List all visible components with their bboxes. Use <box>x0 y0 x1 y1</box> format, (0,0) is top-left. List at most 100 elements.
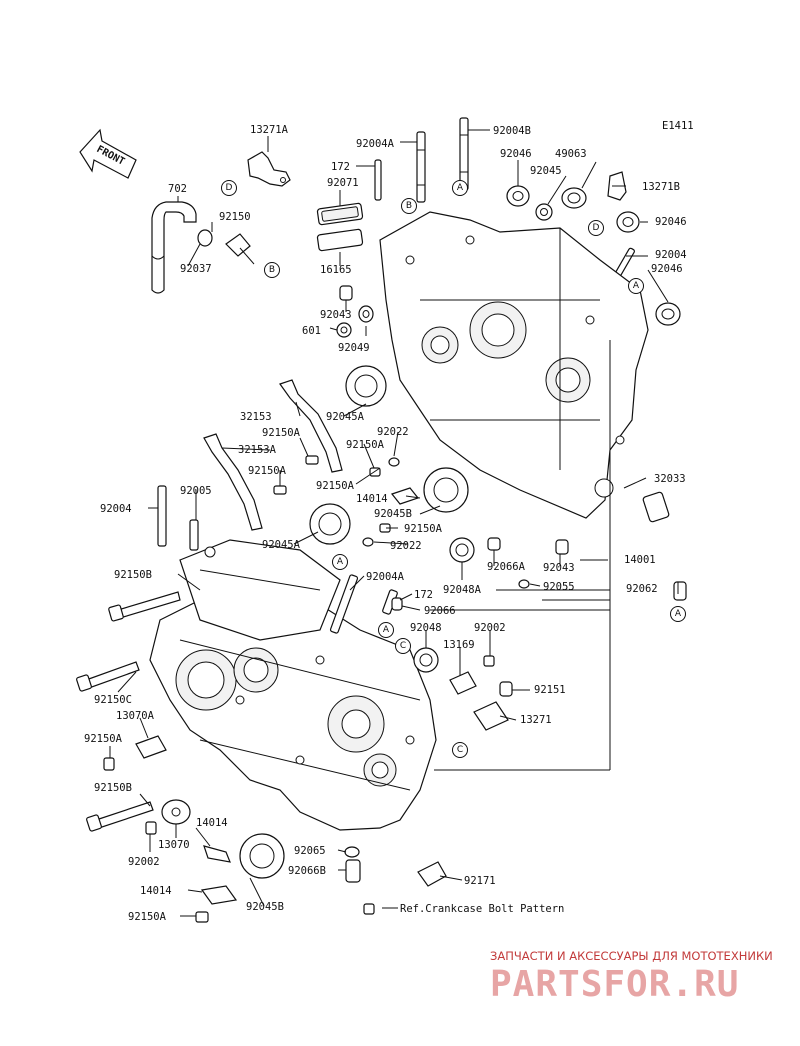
oil-pipe-32153a-part <box>203 433 263 531</box>
part-label: 92150A <box>404 523 443 535</box>
part-label: 13070 <box>158 839 190 851</box>
part-label: 92043 <box>543 562 575 574</box>
ref-marker-a: A <box>452 180 468 196</box>
part-labels: 13271A 702 92150 92037 92004A 92004B 172… <box>84 124 687 923</box>
fitting-92150-part <box>225 233 255 265</box>
clamp-92037-part <box>197 229 213 247</box>
lower-crankcase-part <box>149 591 437 831</box>
breather-hose-702-part <box>151 201 197 294</box>
bearing-92048-part <box>413 647 439 673</box>
part-label: 14014 <box>196 817 228 829</box>
part-label: 92004A <box>356 138 395 150</box>
diagram-code: E1411 <box>662 120 694 132</box>
strainer-32033-part <box>642 491 670 523</box>
bolt-92002-upper-part <box>483 655 495 667</box>
part-label: 14001 <box>624 554 656 566</box>
part-label: 92004B <box>493 125 531 137</box>
part-label: 13271 <box>520 714 552 726</box>
part-label: 92150 <box>219 211 251 223</box>
bearing-92046-c-part <box>655 302 681 326</box>
part-label: 92046 <box>500 148 532 160</box>
part-label: 92151 <box>534 684 566 696</box>
part-label: 92150A <box>262 427 301 439</box>
bearing-92045b-upper-part <box>423 467 469 513</box>
cylinder-base-part <box>179 539 341 641</box>
part-label: 92045B <box>246 901 284 913</box>
stud-92004b-part <box>459 117 469 191</box>
bolt-92151-part <box>499 681 513 697</box>
part-label: 16165 <box>320 264 352 276</box>
plate-16165-part <box>316 228 364 252</box>
front-arrow-icon: FRONT <box>79 128 137 179</box>
bearing-92045a-upper-part <box>345 365 387 407</box>
dowel-92066-part <box>391 597 403 611</box>
part-label: 92045A <box>326 411 365 423</box>
part-label: 13271A <box>250 124 289 136</box>
dowel-92043-top-part <box>339 285 353 301</box>
part-label: 92022 <box>390 540 422 552</box>
plug-92062-part <box>673 581 687 601</box>
cover-13070-part <box>161 799 191 825</box>
part-label: 92066 <box>424 605 456 617</box>
washer-92022-part <box>362 457 400 547</box>
bolt-ref-pattern-part <box>363 903 375 915</box>
plate-13070a-part <box>135 735 167 759</box>
part-label: 92004 <box>655 249 687 261</box>
part-label: 92046 <box>655 216 687 228</box>
part-label: 92150A <box>248 465 287 477</box>
plate-14014-lower-part <box>200 885 238 905</box>
part-label: 13169 <box>443 639 475 651</box>
part-label: 92004 <box>100 503 132 515</box>
bearing-92046-b-part <box>616 211 640 233</box>
watermark-logo: PARTSFOR.RU <box>490 964 739 1005</box>
svg-text:C: C <box>400 641 406 651</box>
part-label: 92037 <box>180 263 212 275</box>
part-label: 92048A <box>443 584 482 596</box>
part-label: 14014 <box>140 885 172 897</box>
part-label: 92045 <box>530 165 562 177</box>
dowel-92043-lower-part <box>555 539 569 555</box>
plate-14014-upper-part <box>390 487 420 505</box>
breather-cover-92071-part <box>316 202 364 226</box>
clip-92171-part <box>417 861 447 887</box>
part-label: 92049 <box>338 342 370 354</box>
part-label: 92150A <box>346 439 385 451</box>
part-label: 92150A <box>128 911 167 923</box>
o-ring-92055-part <box>518 579 530 589</box>
part-label: 92004A <box>366 571 405 583</box>
part-label: 92005 <box>180 485 212 497</box>
bearing-92045a-lower-part <box>309 503 351 545</box>
part-label: 13271B <box>642 181 680 193</box>
dowel-172-part <box>374 159 382 201</box>
part-label: 92065 <box>294 845 326 857</box>
svg-text:A: A <box>675 609 682 619</box>
part-label: 92055 <box>543 581 575 593</box>
svg-text:D: D <box>593 223 600 233</box>
part-label: 172 <box>414 589 433 601</box>
ref-marker-b: B <box>401 198 417 214</box>
part-label: 92045A <box>262 539 301 551</box>
bolt-92150b-upper-part <box>108 591 181 622</box>
ref-marker-a: A <box>670 606 686 622</box>
part-label: 92150C <box>94 694 132 706</box>
svg-text:C: C <box>457 745 463 755</box>
part-label: 92150A <box>316 480 355 492</box>
bearing-92049-part <box>358 305 374 323</box>
bearing-92045-part <box>535 203 553 221</box>
part-label: 92022 <box>377 426 409 438</box>
oil-seal-601-part <box>336 322 352 338</box>
svg-text:A: A <box>337 557 344 567</box>
ref-markers: D B B A D A A A C C A <box>221 180 686 758</box>
svg-text:A: A <box>457 183 464 193</box>
ref-marker-a: A <box>628 278 644 294</box>
oil-pipe-32153-part <box>279 379 343 473</box>
svg-text:D: D <box>226 183 233 193</box>
part-label: 49063 <box>555 148 587 160</box>
part-label: 172 <box>331 161 350 173</box>
bearing-49063-part <box>561 187 587 209</box>
plate-13169-part <box>449 671 477 695</box>
ref-marker-d: D <box>588 220 604 236</box>
bracket-13271a-part <box>247 151 291 187</box>
bolt-92150b-lower-part <box>86 801 154 832</box>
